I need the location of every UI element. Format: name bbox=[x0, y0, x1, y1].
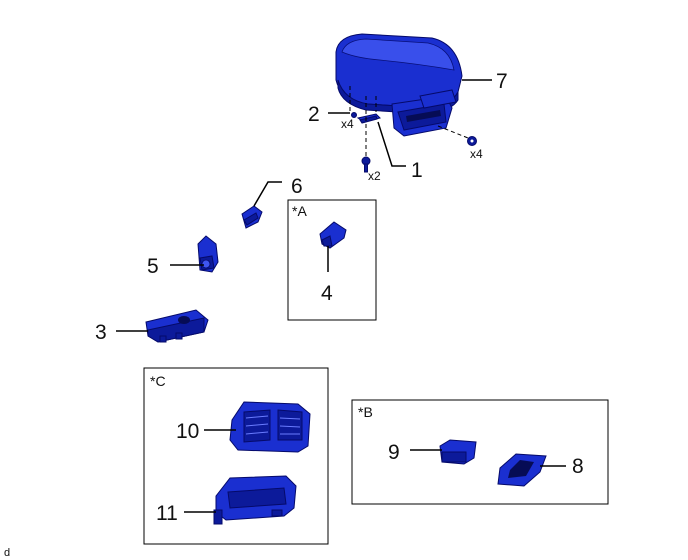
callout-10: 10 bbox=[176, 420, 199, 443]
callout-9: 9 bbox=[388, 441, 400, 464]
box-b bbox=[351, 399, 609, 505]
qty-part-2: x4 bbox=[341, 117, 354, 131]
callout-8: 8 bbox=[572, 455, 584, 478]
qty-right-screw: x4 bbox=[470, 147, 483, 161]
part-2-screw bbox=[351, 112, 357, 118]
qty-bottom-screw: x2 bbox=[368, 169, 381, 183]
screw-x4-right bbox=[467, 136, 477, 146]
dash-line bbox=[437, 125, 469, 139]
box-b-label: *B bbox=[358, 404, 373, 420]
box-a-label: *A bbox=[292, 203, 307, 219]
part-11-tray bbox=[213, 475, 297, 525]
callout-3: 3 bbox=[95, 321, 107, 344]
callout-1: 1 bbox=[411, 159, 423, 182]
callout-6: 6 bbox=[291, 175, 303, 198]
part-6-connector bbox=[241, 205, 263, 229]
callout-11: 11 bbox=[156, 502, 178, 525]
corner-mark: d bbox=[4, 547, 10, 559]
screw-x2-bottom bbox=[361, 156, 371, 173]
part-3-panel bbox=[145, 309, 209, 343]
leader-6 bbox=[253, 181, 282, 207]
box-a bbox=[287, 199, 377, 321]
part-5-switch bbox=[197, 235, 219, 273]
box-c-label: *C bbox=[150, 373, 166, 389]
part-9-block bbox=[439, 439, 477, 465]
part-1-clip bbox=[356, 113, 381, 124]
part-10-vent-bezel bbox=[229, 401, 311, 453]
callout-2: 2 bbox=[308, 103, 320, 126]
part-4-switch bbox=[319, 221, 347, 249]
callout-4: 4 bbox=[321, 282, 333, 305]
part-7-console-lid bbox=[335, 33, 463, 137]
callout-7: 7 bbox=[496, 70, 508, 93]
part-8-bezel bbox=[497, 453, 547, 487]
callout-5: 5 bbox=[147, 255, 159, 278]
leader-1 bbox=[377, 121, 406, 167]
box-c bbox=[143, 367, 329, 545]
